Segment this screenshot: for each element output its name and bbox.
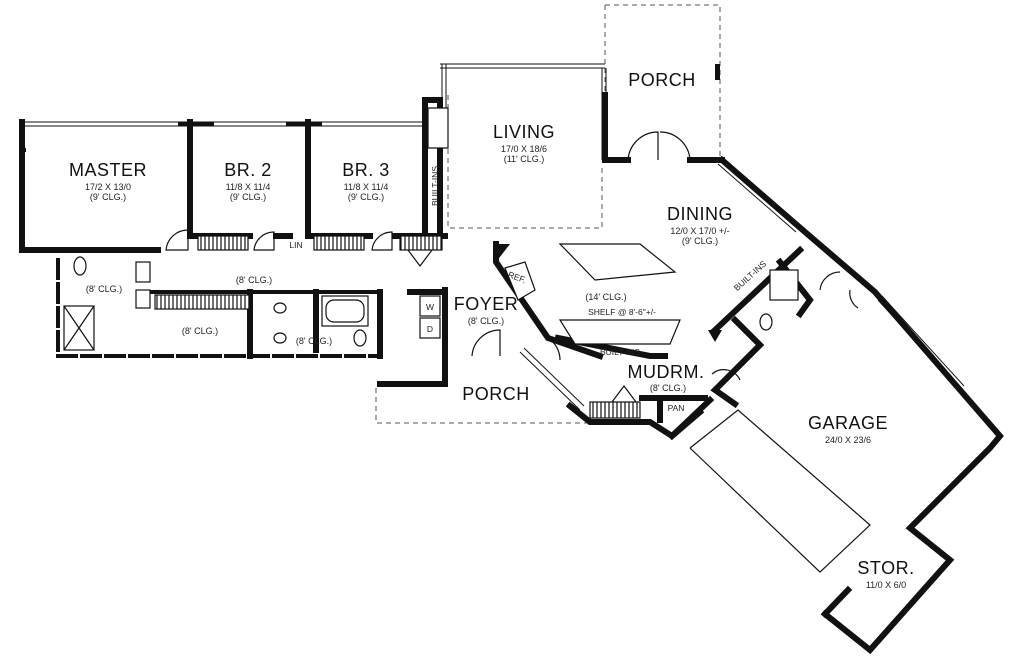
garage-label: GARAGE — [808, 413, 888, 433]
diagonal-glass — [519, 159, 965, 411]
washer-label: W — [426, 302, 434, 312]
doors — [165, 131, 859, 403]
br3-label: BR. 3 — [342, 160, 390, 180]
hall-ceiling: (8' CLG.) — [236, 275, 272, 285]
builtins-living: BUILT-INS — [430, 166, 440, 206]
dryer-label: D — [427, 324, 433, 334]
north-glass-wall — [22, 121, 425, 127]
porch-outlines — [375, 4, 721, 424]
master-ceiling: (9' CLG.) — [90, 192, 126, 202]
dining-ceiling: (9' CLG.) — [682, 236, 718, 246]
br2-label: BR. 2 — [224, 160, 272, 180]
br2-ceiling: (9' CLG.) — [230, 192, 266, 202]
mudroom-ceiling: (8' CLG.) — [650, 383, 686, 393]
storage-size: 11/0 X 6/0 — [866, 580, 906, 590]
bath2-ceiling: (8' CLG.) — [296, 336, 332, 346]
dining-size: 12/0 X 17/0 +/- — [670, 226, 729, 236]
br3-ceiling: (9' CLG.) — [348, 192, 384, 202]
foyer-label: FOYER — [454, 294, 519, 314]
builtins-kitchen: BUILT-INS — [600, 347, 640, 357]
br3-size: 11/8 X 11/4 — [344, 182, 389, 192]
room-labels: MASTER 17/2 X 13/0 (9' CLG.) BR. 2 11/8 … — [69, 70, 914, 590]
living-ceiling: (11' CLG.) — [504, 154, 545, 164]
fixtures — [22, 64, 799, 419]
master-bath-ceiling: (8' CLG.) — [86, 284, 122, 294]
master-label: MASTER — [69, 160, 147, 180]
shelf-note: SHELF @ 8'-6"+/- — [588, 307, 656, 317]
storage-label: STOR. — [857, 558, 914, 578]
br2-size: 11/8 X 11/4 — [226, 182, 271, 192]
garage-size: 24/0 X 23/6 — [825, 435, 871, 445]
kitchen-ceiling: (14' CLG.) — [585, 292, 626, 302]
closet-ceiling: (8' CLG.) — [182, 326, 218, 336]
linen-label: LIN — [289, 240, 302, 250]
dining-label: DINING — [667, 204, 733, 224]
living-label: LIVING — [493, 122, 555, 142]
pantry-label: PAN — [668, 403, 685, 413]
porch-top-label: PORCH — [628, 70, 696, 90]
garage-door-outline — [689, 409, 871, 573]
living-size: 17/0 X 18/6 — [501, 144, 547, 154]
mudroom-label: MUDRM. — [628, 362, 705, 382]
foyer-ceiling: (8' CLG.) — [468, 316, 504, 326]
master-size: 17/2 X 13/0 — [85, 182, 131, 192]
south-window-wall — [56, 258, 380, 358]
walls — [19, 92, 1004, 655]
porch-front-label: PORCH — [462, 384, 530, 404]
